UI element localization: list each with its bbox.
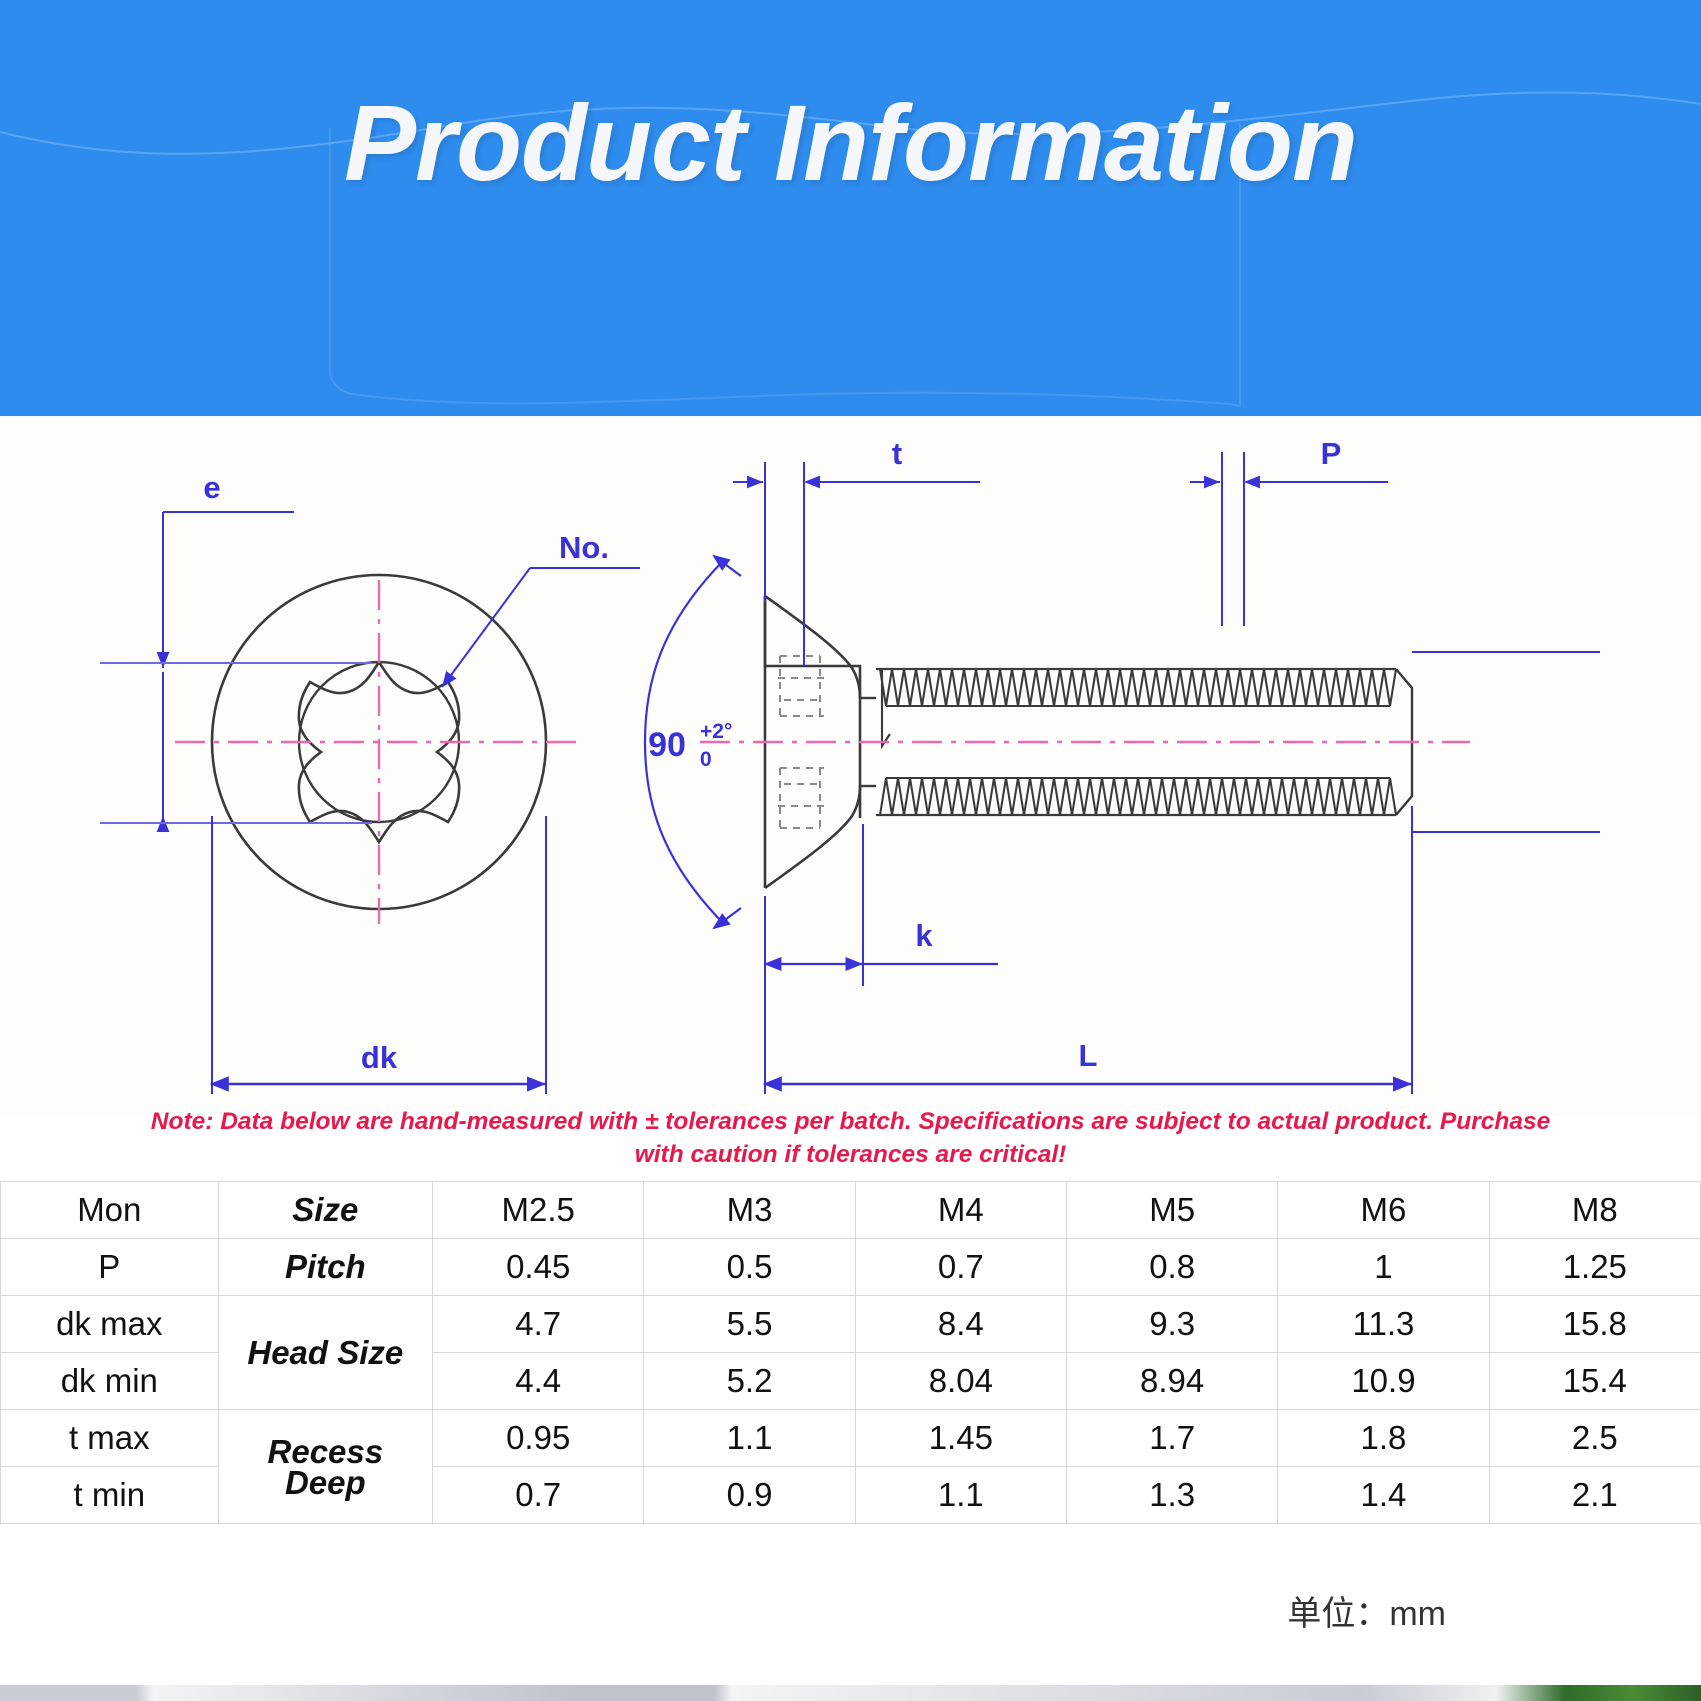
table-row: t max Recess Deep 0.95 1.1 1.45 1.7 1.8 …: [0, 1409, 1701, 1524]
cell-value: 11.3: [1277, 1295, 1490, 1353]
row-group-label: Pitch: [217, 1238, 434, 1296]
cell-value: M5: [1065, 1181, 1279, 1239]
cell-value: 15.4: [1488, 1352, 1701, 1410]
cell-value: 0.5: [643, 1238, 856, 1296]
cell-value: 15.8: [1488, 1295, 1701, 1353]
recess-hidden-lines: [778, 655, 824, 829]
cell-value: 5.2: [643, 1352, 856, 1410]
dimension-label-l: L: [1079, 1038, 1098, 1073]
dimension-k: k: [763, 824, 998, 986]
dimension-p: P: [1190, 436, 1388, 626]
dimension-l: L: [762, 806, 1413, 1094]
cell-value: 1.1: [854, 1466, 1067, 1524]
row-group-label: Head Size: [217, 1295, 434, 1410]
cell-value: 1.7: [1065, 1409, 1279, 1467]
row-label: t min: [0, 1466, 219, 1524]
note-line-2: with caution if tolerances are critical!: [634, 1141, 1067, 1168]
screw-dimension-drawing: e No. dk: [100, 436, 1600, 1094]
table-row: Mon Size M2.5 M3 M4 M5 M6 M8: [0, 1181, 1701, 1239]
dimension-label-dk: dk: [361, 1040, 398, 1075]
cell-value: 8.4: [854, 1295, 1067, 1353]
cell-value: 1.25: [1488, 1238, 1701, 1296]
bottom-image-sliver: [0, 1685, 1701, 1701]
specification-table: Mon Size M2.5 M3 M4 M5 M6 M8 P Pitch 0.4…: [0, 1181, 1701, 1524]
cell-value: 0.45: [432, 1238, 645, 1296]
cell-value: M2.5: [432, 1181, 645, 1239]
page-title: Product Information: [344, 82, 1358, 203]
cell-value: M4: [854, 1181, 1067, 1239]
table-row: dk max Head Size 4.7 5.5 8.4 9.3 11.3 15…: [0, 1295, 1701, 1410]
thread-profile: [878, 668, 1398, 816]
row-label: P: [0, 1238, 219, 1296]
cell-value: 2.5: [1488, 1409, 1701, 1467]
cell-value: 4.4: [432, 1352, 645, 1410]
torx-lobe-profile: [297, 659, 461, 845]
table-row: P Pitch 0.45 0.5 0.7 0.8 1 1.25: [0, 1238, 1701, 1296]
cell-value: 9.3: [1065, 1295, 1279, 1353]
banner-decorative-waves: [0, 91, 1701, 408]
cell-value: 1.45: [854, 1409, 1067, 1467]
cell-value: 8.94: [1065, 1352, 1279, 1410]
dimension-dk: dk: [209, 816, 547, 1094]
angle-value-label: 90: [648, 726, 686, 764]
cell-value: 0.9: [643, 1466, 856, 1524]
cell-value: 0.7: [432, 1466, 645, 1524]
group-label-line-2: Deep: [284, 1463, 366, 1501]
dimension-label-k: k: [915, 918, 933, 953]
countersink-angle-annotation: 90 +2° 0: [643, 554, 742, 930]
cell-value: 0.8: [1065, 1238, 1279, 1296]
leader-no: No.: [441, 530, 640, 688]
head-front-view: e No. dk: [100, 470, 640, 1094]
row-label: dk max: [0, 1295, 219, 1353]
cell-value: 1.8: [1277, 1409, 1490, 1467]
row-label: t max: [0, 1409, 219, 1467]
dimension-t: t: [733, 436, 980, 666]
dimension-label-no: No.: [559, 530, 609, 565]
dimension-label-t: t: [892, 436, 902, 471]
unit-label: 单位：mm: [1287, 1595, 1446, 1633]
measurement-note: Note: Data below are hand-measured with …: [0, 1105, 1701, 1171]
row-group-label: Recess Deep: [217, 1409, 434, 1524]
cell-value: 1.4: [1277, 1466, 1490, 1524]
row-label: dk min: [0, 1352, 219, 1410]
cell-value: M3: [643, 1181, 856, 1239]
angle-upper-tolerance: +2°: [700, 720, 732, 743]
dimension-e: e: [100, 470, 372, 832]
head-cone-top: [764, 594, 862, 699]
angle-lower-tolerance: 0: [700, 748, 712, 771]
cell-value: 0.7: [854, 1238, 1067, 1296]
cell-value: M8: [1488, 1181, 1701, 1239]
specification-table-wrap: Mon Size M2.5 M3 M4 M5 M6 M8 P Pitch 0.4…: [0, 1181, 1701, 1524]
cell-value: 0.95: [432, 1409, 645, 1467]
screw-side-view: 90 +2° 0 t P k: [643, 436, 1600, 1094]
dimension-label-e: e: [203, 470, 220, 505]
cell-value: 4.7: [432, 1295, 645, 1353]
cell-value: 8.04: [854, 1352, 1067, 1410]
row-label: Mon: [0, 1181, 219, 1239]
page-banner: Product Information: [0, 0, 1701, 416]
row-group-label: Size: [217, 1181, 434, 1239]
dimension-label-p: P: [1321, 436, 1342, 471]
cell-value: 5.5: [643, 1295, 856, 1353]
table-row: t min 0.7 0.9 1.1 1.3 1.4 2.1: [0, 1466, 1701, 1524]
cell-value: M6: [1277, 1181, 1490, 1239]
note-line-1: Note: Data below are hand-measured with …: [150, 1108, 1551, 1135]
cell-value: 1.1: [643, 1409, 856, 1467]
technical-drawing: e No. dk: [0, 416, 1701, 1116]
cell-value: 2.1: [1488, 1466, 1701, 1524]
cell-value: 1: [1277, 1238, 1490, 1296]
group-label-line-1: Recess: [267, 1432, 384, 1470]
cell-value: 1.3: [1065, 1466, 1279, 1524]
head-cone-bottom: [764, 785, 862, 890]
cell-value: 10.9: [1277, 1352, 1490, 1410]
table-row: dk min 4.4 5.2 8.04 8.94 10.9 15.4: [0, 1352, 1701, 1410]
